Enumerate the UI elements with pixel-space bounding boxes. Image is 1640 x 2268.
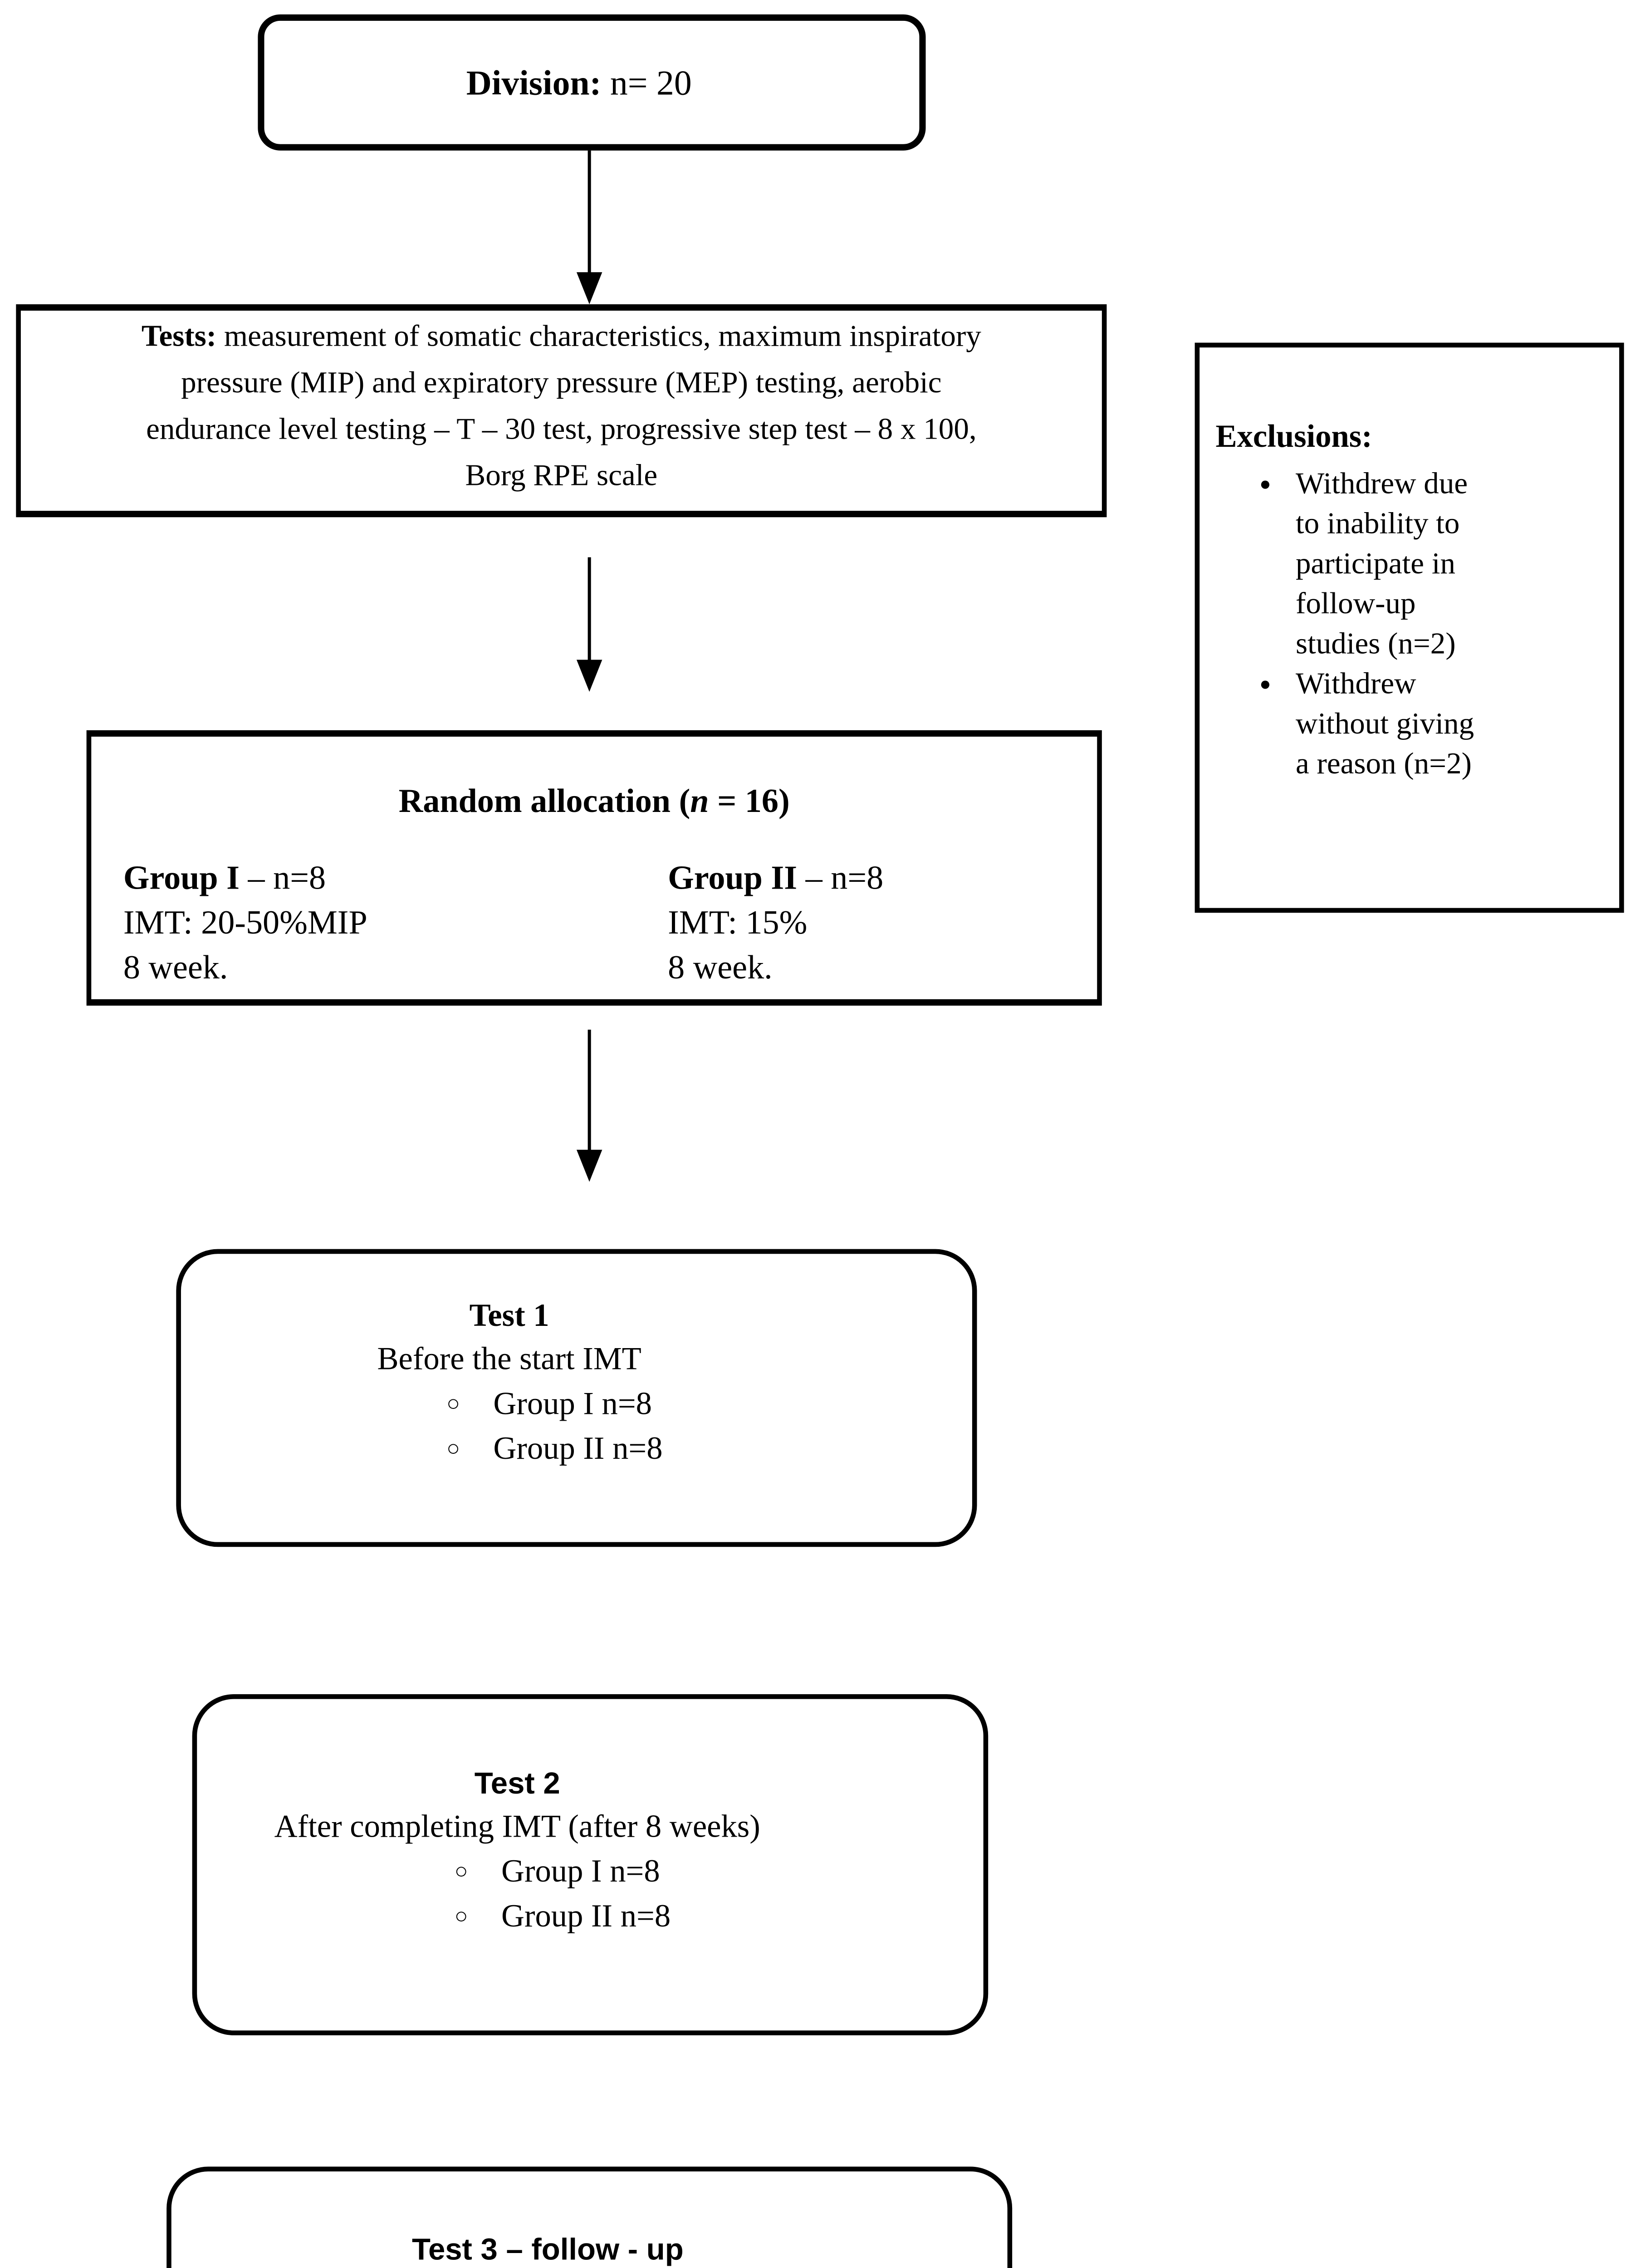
group-2-heading: Group II – n=8 (668, 855, 883, 900)
group-1-imt: IMT: 20-50%MIP (123, 903, 367, 942)
test-1-group-1: Group I n=8 (493, 1387, 652, 1422)
group-1-column: Group I – n=8 IMT: 20-50%MIP 8 week. (123, 855, 367, 990)
arrow-down-stem-1 (587, 150, 591, 276)
group-1-duration: 8 week. (123, 948, 228, 987)
arrow-down-icon (576, 660, 602, 692)
test-2-group-1: Group I n=8 (501, 1854, 660, 1890)
exclusion-item: ● Withdrew without giving a reason (n=2) (1215, 665, 1609, 785)
group-1-heading: Group I – n=8 (123, 855, 367, 900)
random-allocation-title: Random allocation (n = 16) (91, 737, 1097, 823)
arrow-down-stem-2 (587, 557, 591, 663)
arrow-down-icon (576, 1149, 602, 1182)
arrow-down-icon (576, 272, 602, 304)
division-box: Division: n= 20 (258, 14, 926, 151)
test-2-title: Test 2 (474, 1768, 560, 1802)
tests-label: Tests: (141, 320, 217, 354)
test-1-box: Test 1 Before the start IMT ○ Group I n=… (176, 1249, 977, 1547)
random-title-n: n (690, 781, 709, 820)
test-1-bullet-row: ○ Group II n=8 (429, 1428, 830, 1471)
division-value: n= 20 (601, 61, 692, 102)
random-title-suffix: = 16) (709, 781, 790, 820)
group-1-n: – n=8 (240, 858, 326, 897)
test-1-group-2: Group II n=8 (493, 1432, 663, 1467)
bullet-icon: ● (1259, 472, 1271, 495)
test-3-title: Test 3 – follow - up (411, 2234, 684, 2268)
circle-bullet-icon: ○ (454, 1906, 468, 1930)
test-2-subtitle: After completing IMT (after 8 weeks) (274, 1809, 760, 1845)
group-2-column: Group II – n=8 IMT: 15% 8 week. (668, 855, 883, 990)
group-2-imt: IMT: 15% (668, 903, 808, 942)
tests-box: Tests: measurement of somatic characteri… (16, 304, 1107, 518)
group-2-name: Group II (668, 858, 798, 897)
exclusion-item-text: Withdrew without giving a reason (n=2) (1296, 668, 1474, 782)
exclusion-item-text: Withdrew due to inability to participate… (1296, 467, 1468, 662)
group-2-duration: 8 week. (668, 948, 773, 987)
division-label: Division: n= 20 (466, 62, 692, 103)
exclusions-title: Exclusions: (1215, 419, 1372, 455)
random-title-prefix: Random allocation ( (398, 781, 690, 820)
random-allocation-box: Random allocation (n = 16) Group I – n=8… (86, 730, 1102, 1006)
tests-text: measurement of somatic characteristics, … (146, 320, 981, 494)
division-label-bold: Division: (466, 61, 602, 102)
group-1-name: Group I (123, 858, 240, 897)
test-2-group-2: Group II n=8 (501, 1899, 671, 1935)
test-2-box: Test 2 After completing IMT (after 8 wee… (192, 1694, 989, 2036)
group-2-n: – n=8 (797, 858, 884, 897)
test-1-title: Test 1 (469, 1299, 549, 1334)
exclusions-box: Exclusions: ● Withdrew due to inability … (1195, 342, 1624, 913)
test-2-bullet-row: ○ Group II n=8 (437, 1896, 838, 1939)
test-1-subtitle: Before the start IMT (377, 1342, 641, 1378)
test-3-box: Test 3 – follow - up 2 months after the … (166, 2166, 1013, 2268)
circle-bullet-icon: ○ (446, 1438, 460, 1462)
test-1-content: Test 1 Before the start IMT ○ Group I n=… (189, 1295, 830, 1471)
circle-bullet-icon: ○ (454, 1861, 468, 1885)
exclusion-item: ● Withdrew due to inability to participa… (1215, 464, 1609, 665)
test-2-bullet-row: ○ Group I n=8 (437, 1851, 838, 1894)
test-2-content: Test 2 After completing IMT (after 8 wee… (197, 1763, 837, 1939)
test-3-content: Test 3 – follow - up 2 months after the … (211, 2229, 884, 2268)
bullet-icon: ● (1259, 672, 1271, 695)
test-1-bullet-row: ○ Group I n=8 (429, 1383, 830, 1427)
circle-bullet-icon: ○ (446, 1393, 460, 1418)
arrow-down-stem-3 (587, 1029, 591, 1153)
